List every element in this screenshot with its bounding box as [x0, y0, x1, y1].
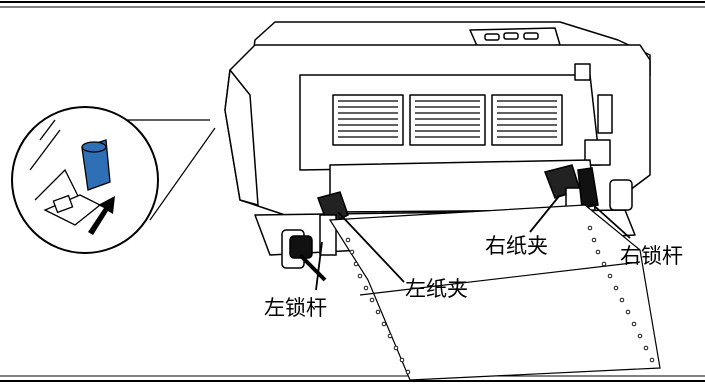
left-paper-clamp-label: 左纸夹 — [405, 277, 468, 301]
left-tractor — [289, 191, 349, 282]
leader-lines — [315, 194, 631, 291]
vent-slats — [338, 100, 557, 138]
top-border — [0, 1, 705, 8]
printer-body — [224, 21, 651, 269]
bottom-border — [0, 375, 705, 382]
zoom-callout — [11, 106, 216, 254]
left-lock-lever-label: 左锁杆 — [264, 296, 327, 320]
lock-lever-highlight — [81, 139, 111, 191]
right-paper-clamp-label: 右纸夹 — [485, 234, 548, 258]
paper-sprocket-holes — [345, 225, 655, 375]
arrow-up-right-icon — [88, 196, 115, 235]
right-lock-lever-label: 右锁杆 — [620, 244, 683, 268]
continuous-paper — [328, 204, 661, 381]
